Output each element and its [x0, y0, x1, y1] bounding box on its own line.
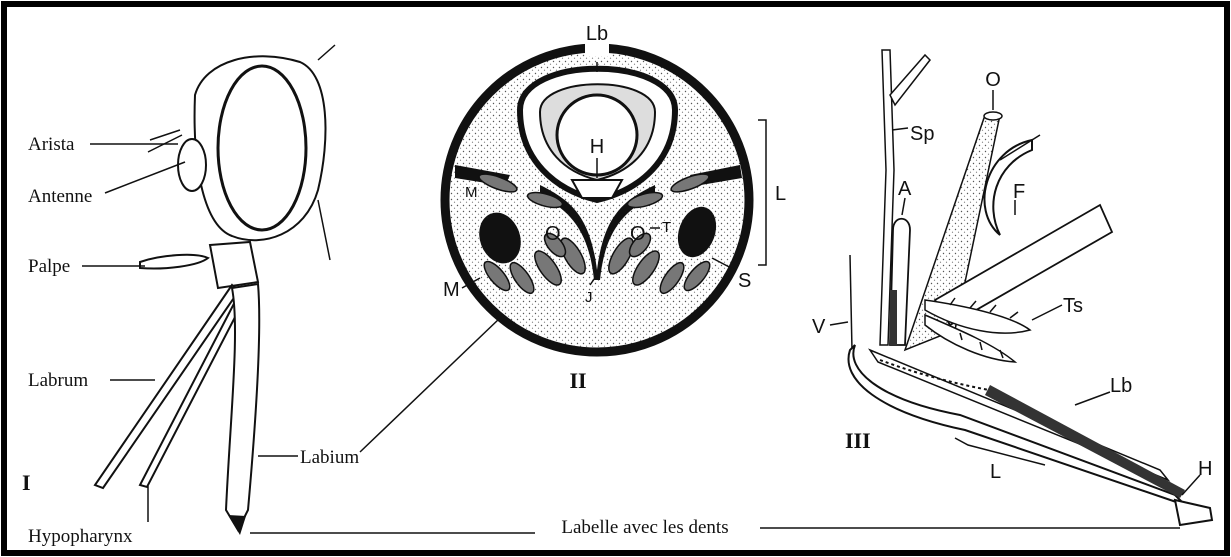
- label-o-right: O: [630, 223, 646, 245]
- label-sp: Sp: [910, 123, 934, 145]
- label-h-3: H: [1198, 458, 1212, 480]
- arista-bristle: [148, 130, 182, 152]
- labellum-teeth: [228, 515, 246, 535]
- rostrum-base: [210, 242, 258, 288]
- label-hypopharynx: Hypopharynx: [28, 526, 133, 547]
- labrum-stylet: [95, 285, 238, 488]
- label-h-section: H: [590, 136, 604, 158]
- v-structure: [850, 255, 852, 350]
- label-l-3: L: [990, 461, 1001, 483]
- hypopharynx-section: [572, 180, 622, 198]
- panel-label-2: II: [569, 368, 586, 393]
- leader-lb-long: [1075, 392, 1110, 405]
- panel-1-head-drawing: [95, 45, 335, 535]
- bracket-l: [758, 120, 766, 265]
- label-ts: Ts: [1063, 295, 1083, 317]
- label-m-upper: M: [465, 184, 478, 201]
- leader-sp: [892, 128, 908, 130]
- label-arista: Arista: [28, 134, 75, 155]
- antenna-shape: [178, 139, 206, 191]
- label-t: T: [662, 219, 671, 236]
- leader-v: [830, 322, 848, 325]
- compound-eye: [218, 66, 306, 230]
- label-a: A: [898, 178, 912, 200]
- label-antenne: Antenne: [28, 186, 92, 207]
- label-labelle-avec-les-dents: Labelle avec les dents: [561, 517, 728, 538]
- leader-antenne: [105, 162, 185, 193]
- label-v: V: [812, 316, 826, 338]
- panel-2-cross-section: [445, 40, 766, 352]
- label-s: S: [738, 270, 751, 292]
- label-f: F: [1013, 181, 1025, 203]
- leader-a: [902, 198, 905, 215]
- label-lb-3: Lb: [1110, 375, 1132, 397]
- label-o-3: O: [985, 69, 1001, 91]
- salivary-branch: [890, 55, 930, 105]
- label-lb-section: Lb: [586, 23, 608, 45]
- label-palpe: Palpe: [28, 256, 70, 277]
- label-labrum: Labrum: [28, 370, 88, 391]
- panel-label-1: I: [22, 470, 31, 495]
- label-o-left: O: [545, 223, 561, 245]
- a-dark-band: [890, 290, 897, 345]
- leader-labium-section: [360, 318, 500, 452]
- oesophagus-opening: [984, 112, 1002, 120]
- labellum-tip: [1175, 500, 1212, 525]
- leader-ts: [1032, 305, 1062, 320]
- label-j: J: [585, 289, 593, 306]
- panel-label-3: III: [845, 428, 871, 453]
- label-labium: Labium: [300, 447, 359, 468]
- label-l-section: L: [775, 183, 786, 205]
- label-m-lower: M: [443, 279, 460, 301]
- panel-3-mouthparts: [848, 50, 1212, 525]
- palp-shape: [140, 255, 208, 269]
